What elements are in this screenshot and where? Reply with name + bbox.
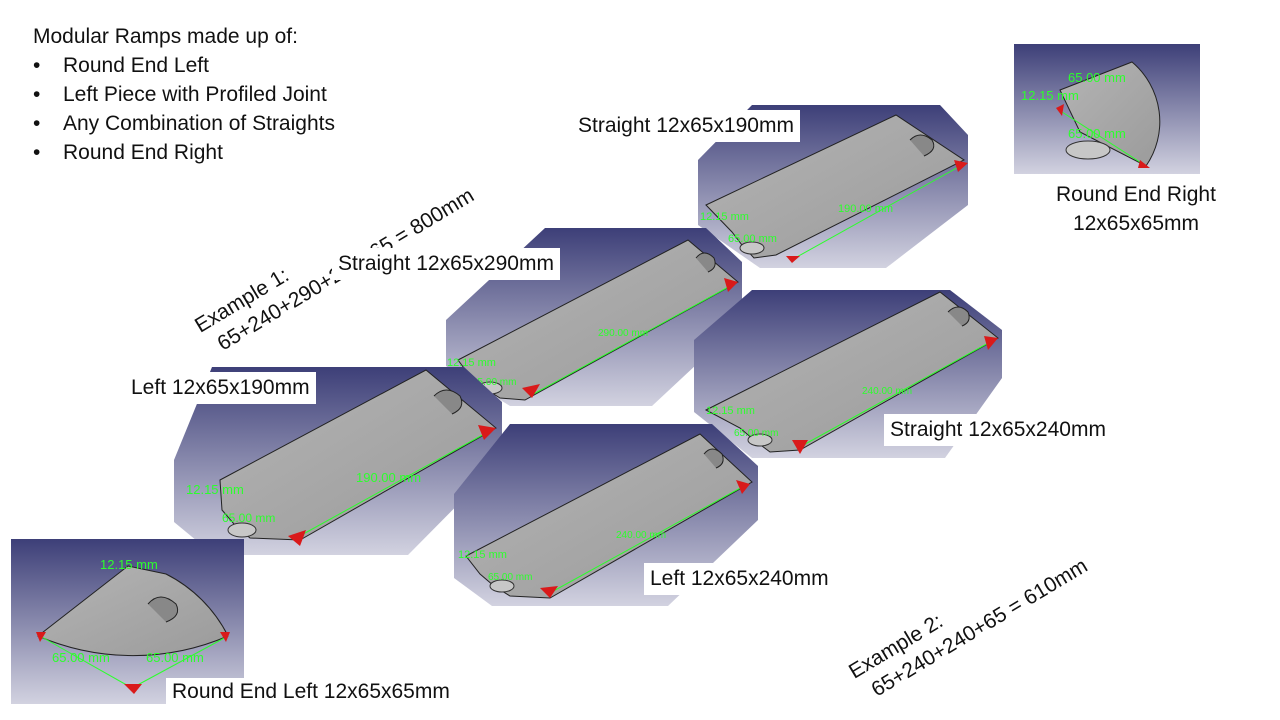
label-straight-290: Straight 12x65x290mm	[332, 248, 560, 280]
label-straight-240: Straight 12x65x240mm	[884, 414, 1112, 446]
dim-length: 240.00 mm	[616, 530, 666, 541]
dim-width: 65.00 mm	[1068, 126, 1126, 141]
dim-width-right: 65.00 mm	[146, 650, 204, 665]
dim-width: 65.00 mm	[222, 511, 275, 525]
dim-width-left: 65.00 mm	[52, 650, 110, 665]
viewport-left-240: 12.15 mm 65.00 mm 240.00 mm	[454, 424, 758, 606]
viewport-left-190: 12.15 mm 65.00 mm 190.00 mm	[174, 367, 502, 555]
dim-length: 190.00 mm	[838, 203, 893, 215]
viewport-round-end-left: 12.15 mm 65.00 mm 65.00 mm	[11, 539, 244, 704]
dim-thickness: 12.15 mm	[700, 211, 749, 223]
viewport-straight-190: 12.15 mm 65.00 mm 190.00 mm	[698, 105, 968, 268]
intro-heading: Modular Ramps made up of:	[33, 25, 298, 48]
list-item: Left Piece with Profiled Joint	[33, 80, 335, 109]
dim-thickness: 12.15 mm	[1021, 88, 1079, 103]
dim-thickness: 12.15 mm	[447, 357, 496, 369]
dim-thickness: 12.15 mm	[458, 549, 507, 561]
dim-length: 190.00 mm	[356, 470, 421, 485]
dim-thickness: 12.15 mm	[100, 557, 158, 572]
intro-list: Round End Left Left Piece with Profiled …	[33, 51, 335, 167]
label-left-190: Left 12x65x190mm	[125, 372, 316, 404]
dim-length: 240.00 mm	[862, 386, 912, 397]
label-round-end-left: Round End Left 12x65x65mm	[166, 678, 456, 706]
dim-width: 65.00 mm	[472, 377, 516, 388]
viewport-round-end-right: 65.00 mm 12.15 mm 65.00 mm	[1014, 44, 1200, 174]
dim-width: 65.00 mm	[728, 233, 777, 245]
list-item: Round End Left	[33, 51, 335, 80]
dim-width: 65.00 mm	[734, 428, 778, 439]
list-item: Any Combination of Straights	[33, 109, 335, 138]
list-item: Round End Right	[33, 138, 335, 167]
label-left-240: Left 12x65x240mm	[644, 563, 835, 595]
label-round-end-right-line2: 12x65x65mm	[1072, 212, 1199, 235]
label-round-end-right: Round End Right 12x65x65mm	[1050, 176, 1222, 242]
dim-width: 65.00 mm	[488, 572, 532, 583]
dim-thickness: 12.15 mm	[186, 482, 244, 497]
label-straight-190: Straight 12x65x190mm	[572, 110, 800, 142]
dim-length: 290.00 mm	[598, 328, 648, 339]
label-round-end-right-line1: Round End Right	[1056, 183, 1216, 206]
dim-radius: 65.00 mm	[1068, 70, 1126, 85]
intro-block: Modular Ramps made up of: Round End Left…	[33, 22, 335, 167]
dim-thickness: 12.15 mm	[706, 405, 755, 417]
